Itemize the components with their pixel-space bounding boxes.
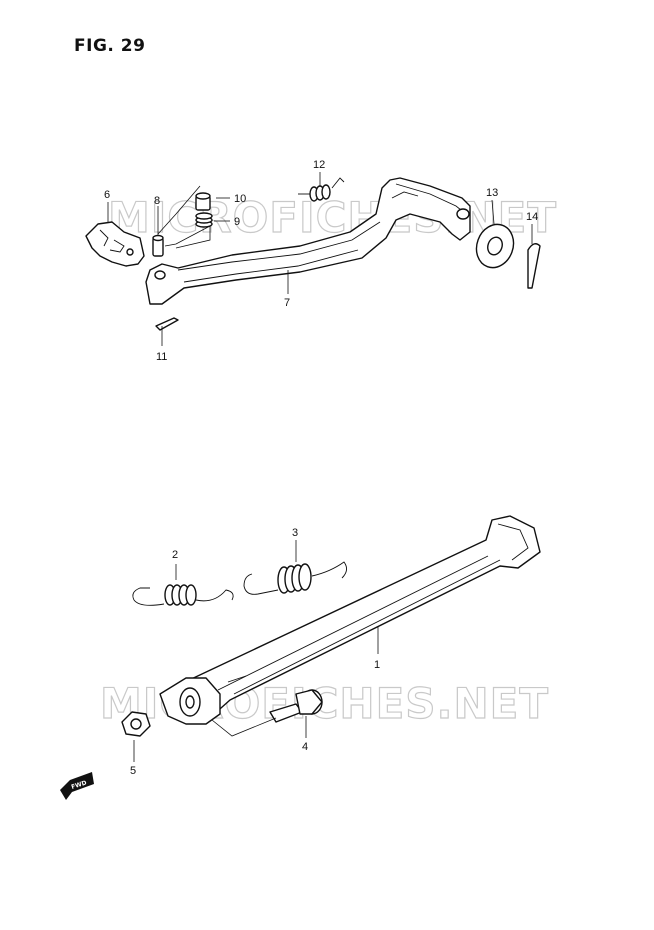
pedal-pin	[152, 234, 164, 257]
callout-11: 11	[156, 351, 167, 363]
callout-4: 4	[302, 741, 308, 753]
forward-arrow-icon: FWD	[60, 772, 94, 800]
leader-lines	[107, 172, 533, 762]
stand-spring-small	[132, 584, 234, 606]
callout-7: 7	[284, 297, 290, 309]
callout-2: 2	[172, 549, 178, 561]
brake-pedal	[145, 177, 471, 305]
pedal-collar	[195, 192, 211, 211]
washer	[475, 223, 515, 269]
callout-6: 6	[104, 189, 110, 201]
figure-title: FIG. 29	[74, 36, 146, 56]
callout-1: 1	[374, 659, 380, 671]
nut	[121, 711, 151, 737]
callout-10: 10	[234, 193, 246, 205]
callout-14: 14	[526, 211, 538, 223]
callout-8: 8	[154, 195, 160, 207]
callout-3: 3	[292, 527, 298, 539]
fwd-label: FWD	[70, 779, 87, 791]
cotter-pin	[527, 243, 541, 289]
callout-13: 13	[486, 187, 498, 199]
pedal-bracket	[85, 221, 145, 267]
pivot-bolt	[269, 689, 323, 723]
callout-9: 9	[234, 216, 240, 228]
stand-spring-large	[243, 561, 347, 595]
return-spring	[298, 177, 345, 202]
cotter-pin-small	[155, 317, 179, 331]
callout-12: 12	[313, 159, 325, 171]
pedal-spring	[195, 212, 213, 228]
callout-labels: 1 2 3 4 5 6 7 8 9 10 11 12 13 14	[104, 159, 538, 777]
callout-5: 5	[130, 765, 136, 777]
side-stand	[159, 515, 541, 725]
